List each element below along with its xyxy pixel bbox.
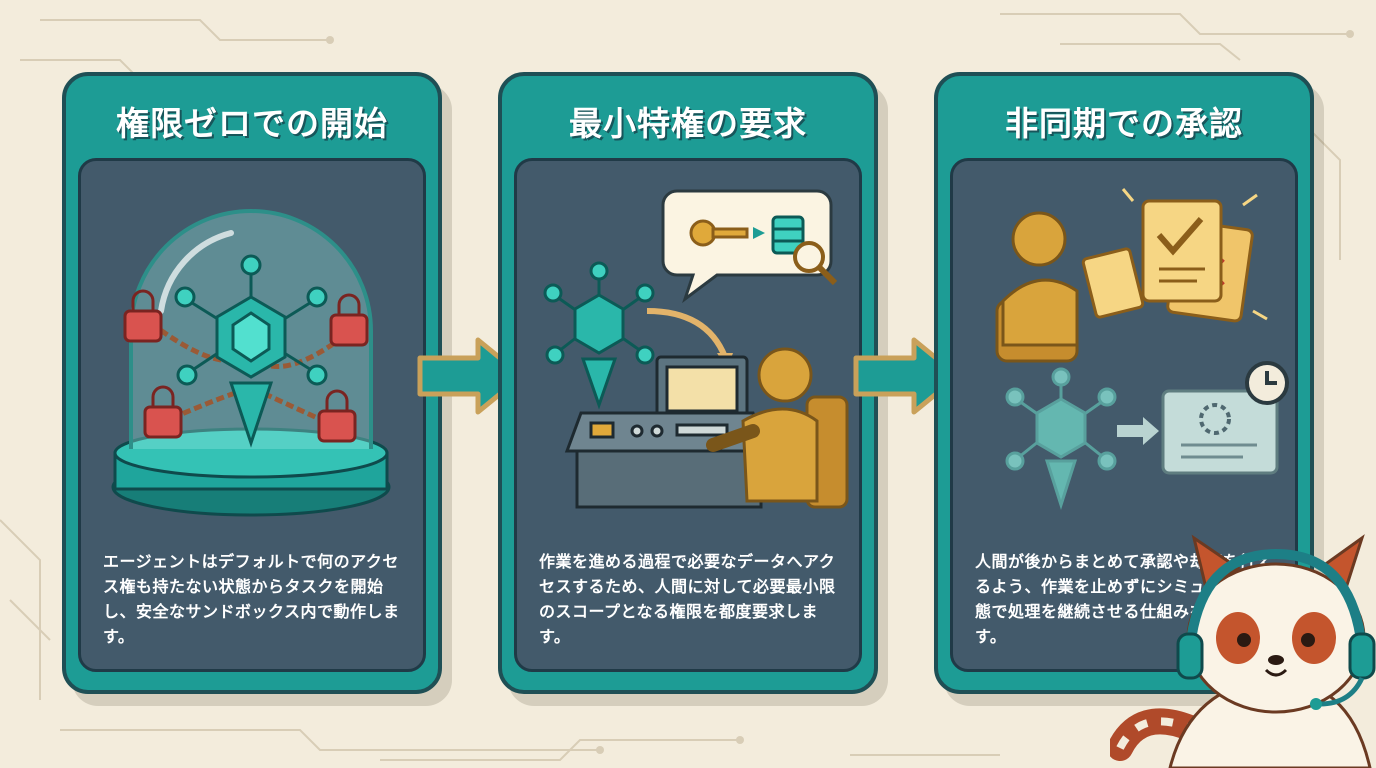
step-card-2: 最小特権の要求 [498, 72, 878, 694]
async-approval-illustration [995, 188, 1289, 510]
clock-icon [1245, 361, 1289, 405]
step-panel: 作業を進める過程で必要なデータへアクセスするため、人間に対して必要最小限のスコー… [514, 158, 862, 672]
step-title: 最小特権の要求 [569, 104, 807, 143]
least-privilege-illustration [543, 189, 849, 509]
headset-icon [1185, 548, 1367, 649]
arrow-small-icon [753, 227, 765, 239]
step-title: 非同期での承認 [1005, 104, 1243, 143]
loading-spinner-icon [1161, 389, 1279, 475]
agent-node-icon [1005, 367, 1117, 510]
padlock-icon [123, 289, 369, 443]
magnifier-icon [793, 241, 838, 286]
step-panel: エージェントはデフォルトで何のアクセス権も持たない状態からタスクを開始し、安全な… [78, 158, 426, 672]
human-operator-icon [995, 211, 1079, 363]
step-title: 権限ゼロでの開始 [116, 104, 388, 143]
zero-permission-illustration [111, 209, 391, 517]
step-panel: 人間が後からまとめて承認や却下を行えるよう、作業を止めずにシミュレート状態で処理… [950, 158, 1298, 672]
database-icon [771, 215, 805, 255]
agent-node-icon [543, 261, 655, 410]
document-check-icon [1141, 199, 1223, 303]
step-card-1: 権限ゼロでの開始 [62, 72, 442, 694]
human-operator-icon [706, 347, 849, 509]
step-description: 作業を進める過程で必要なデータへアクセスするため、人間に対して必要最小限のスコー… [539, 552, 836, 646]
step-description: エージェントはデフォルトで何のアクセス権も持たない状態からタスクを開始し、安全な… [103, 552, 400, 646]
speech-bubble [661, 189, 838, 304]
agent-node-icon [174, 254, 328, 448]
red-panda-mascot-icon [1110, 534, 1376, 768]
key-icon [689, 219, 749, 247]
step-card-3: 非同期での承認 [934, 72, 1314, 694]
